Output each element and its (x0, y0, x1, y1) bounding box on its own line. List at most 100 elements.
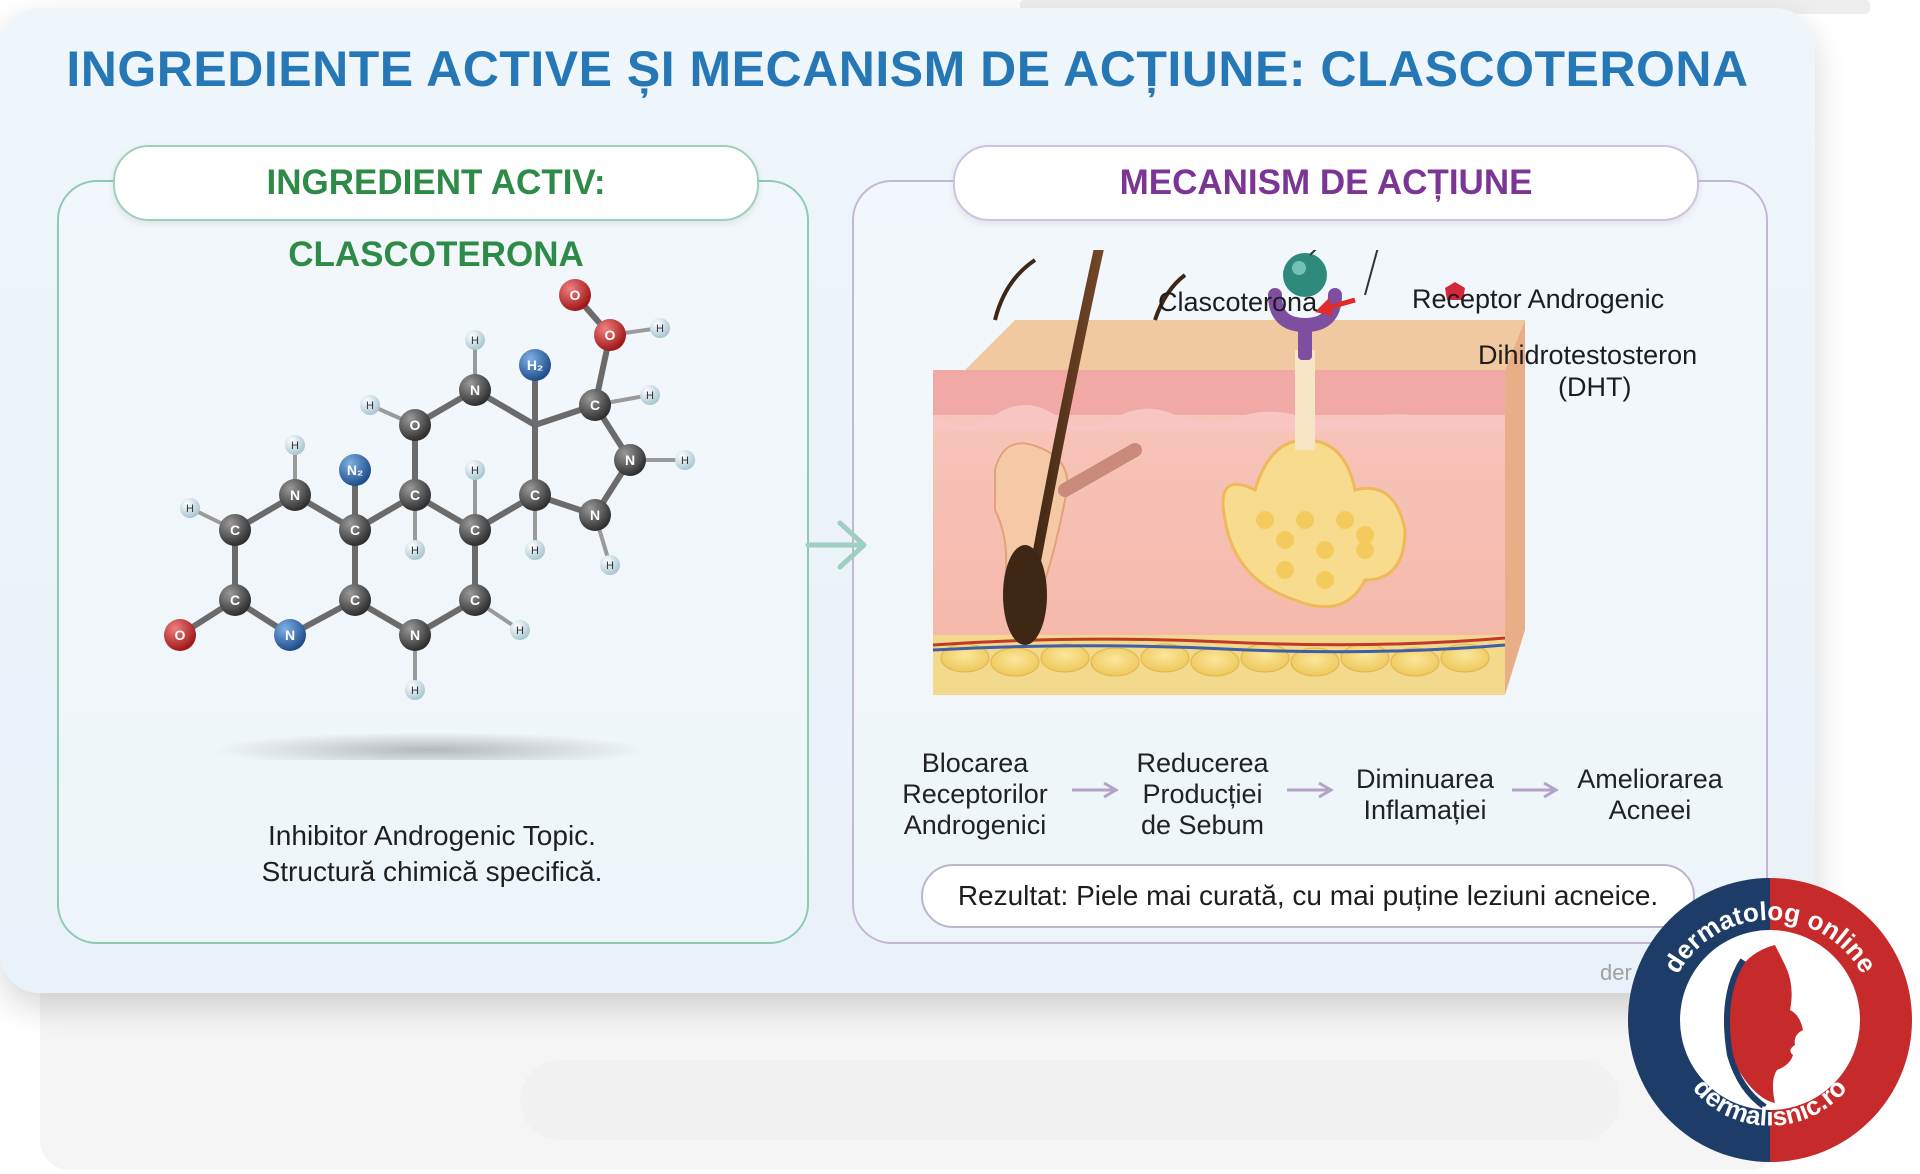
receptor-label: Receptor Androgenic (1412, 284, 1665, 314)
step-line: Blocarea (921, 748, 1029, 778)
molecule-atom-label: C (590, 397, 600, 413)
hydrogen-atom-label: H (411, 545, 419, 557)
step-line: de Sebum (1140, 810, 1265, 840)
molecule-atom (279, 479, 311, 511)
molecule-bonds (177, 292, 633, 638)
ingredient-panel (57, 180, 809, 944)
ingredient-caption-line2: Structură chimică specifică. (261, 856, 603, 887)
molecule-atom-label: C (350, 522, 360, 538)
step-sebum-reduction: Reducerea Producției de Sebum (1115, 748, 1290, 841)
hydrogen-atom (510, 620, 530, 640)
step-line: Diminuarea (1355, 764, 1495, 794)
background-toolbar (520, 1060, 1620, 1140)
step-line: Ameliorarea (1577, 764, 1723, 794)
molecule-atom (339, 514, 371, 546)
step-line: Reducerea (1136, 748, 1269, 778)
dermatolog-online-logo: dermatolog online dermalisnic.ro (1628, 878, 1912, 1162)
hydrogen-atom (405, 680, 425, 700)
flow-arrow-icon (1287, 781, 1334, 799)
hydrogen-atom (675, 450, 695, 470)
molecule-atom-label: N₂ (347, 462, 363, 478)
molecule-atom (519, 349, 551, 381)
watermark-text: der (1600, 960, 1632, 985)
ingredient-heading: INGREDIENT ACTIV: CLASCOTERONA (113, 145, 759, 274)
hydrogen-atom-label: H (186, 503, 194, 515)
mechanism-heading: MECANISM DE ACȚIUNE (953, 145, 1699, 221)
molecule-atom (339, 454, 371, 486)
hydrogen-atom-label: H (471, 335, 479, 347)
step-acne-improvement: Ameliorarea Acneei (1555, 764, 1745, 826)
step-blocking-receptors: Blocarea Receptorilor Androgenici (880, 748, 1070, 841)
step-line: Acneei (1608, 795, 1692, 825)
molecule-atom (459, 374, 491, 406)
molecule-atom-label: C (530, 487, 540, 503)
clascoterona-label: Clascoterona (1158, 287, 1318, 317)
hydrogen-atom (600, 555, 620, 575)
step-line: Androgenici (903, 810, 1047, 840)
molecule-atom (219, 584, 251, 616)
molecule-atom-label: C (470, 592, 480, 608)
molecule-atom-label: H₂ (527, 357, 543, 373)
molecule-atom-label: C (410, 487, 420, 503)
step-line: Inflamației (1363, 795, 1487, 825)
molecule-atom (274, 619, 306, 651)
hydrogen-atom (405, 540, 425, 560)
molecule-atom-label: O (570, 287, 581, 303)
molecule-atom-label: C (230, 592, 240, 608)
molecule-atom-label: C (470, 522, 480, 538)
hydrogen-atom-label: H (531, 545, 539, 557)
hydrogen-atom (465, 460, 485, 480)
hydrogen-atom-label: H (411, 685, 419, 697)
ingredient-caption-line1: Inhibitor Androgenic Topic. (268, 820, 596, 851)
hydrogen-atom (465, 330, 485, 350)
molecule-atom-label: N (410, 627, 420, 643)
molecule-atom (339, 584, 371, 616)
hydrogen-atom (525, 540, 545, 560)
molecule-atom (459, 514, 491, 546)
flow-arrow-icon (1072, 781, 1119, 799)
molecule-atom-label: N (285, 627, 295, 643)
hydrogen-atom (650, 318, 670, 338)
molecule-atom (399, 619, 431, 651)
hydrogen-atom-label: H (366, 400, 374, 412)
flow-arrow-icon (1512, 781, 1559, 799)
molecule-atom (219, 514, 251, 546)
molecule-atom-label: N (470, 382, 480, 398)
hydrogen-atom-label: H (471, 465, 479, 477)
step-line: Receptorilor (902, 779, 1048, 809)
dht-label-line1: Dihidrotestosteron (1478, 340, 1698, 370)
molecule-atom-label: O (175, 627, 186, 643)
molecule-atom (519, 479, 551, 511)
molecule-atom (579, 499, 611, 531)
molecule-atom-label: N (590, 507, 600, 523)
page-title: INGREDIENTE ACTIVE ȘI MECANISM DE ACȚIUN… (66, 41, 1749, 97)
hydrogen-atom (285, 435, 305, 455)
molecule-atom-label: C (350, 592, 360, 608)
hydrogen-atom-label: H (646, 390, 654, 402)
molecule-atom (459, 584, 491, 616)
hydrogen-atom-label: H (606, 560, 614, 572)
molecule-atom (559, 279, 591, 311)
hydrogen-atom (640, 385, 660, 405)
hydrogen-atom (360, 395, 380, 415)
hydrogen-atom-label: H (681, 455, 689, 467)
dht-label-line2: (DHT) (1558, 372, 1632, 402)
molecule-atom (399, 409, 431, 441)
panel-arrow-icon (805, 520, 867, 570)
hydrogen-atom-label: H (291, 440, 299, 452)
molecule-atom-label: N (290, 487, 300, 503)
step-line: Producției (1142, 779, 1263, 809)
molecule-shadow (210, 732, 650, 760)
step-inflammation: Diminuarea Inflamației (1335, 764, 1515, 826)
hydrogen-atom-label: H (656, 323, 664, 335)
molecule-atom (614, 444, 646, 476)
molecule-atom-label: N (625, 452, 635, 468)
molecule-atom (594, 319, 626, 351)
molecule-atom (579, 389, 611, 421)
molecule-atom (399, 479, 431, 511)
hydrogen-atom-label: H (516, 625, 524, 637)
skin-diagram (932, 250, 1525, 695)
hydrogen-atom (180, 498, 200, 518)
molecule-atom (164, 619, 196, 651)
